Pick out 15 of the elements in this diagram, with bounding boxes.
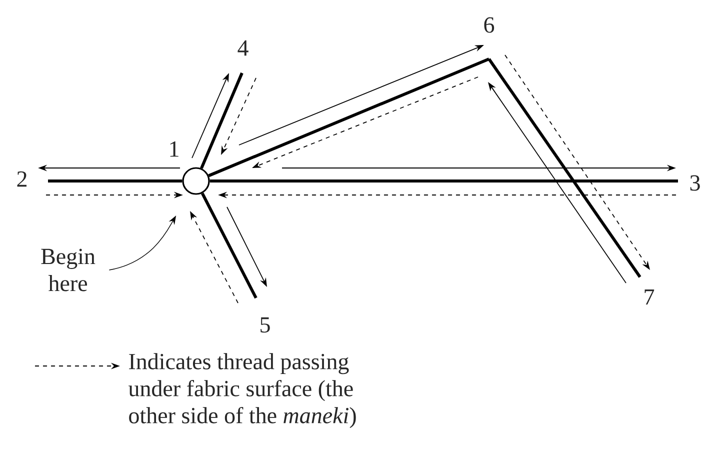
stitch-line: [48, 180, 182, 182]
note-text: Begin here: [41, 248, 96, 292]
stitch-line: [200, 72, 244, 169]
stitch-line: [210, 180, 678, 182]
point-number: 1: [170, 141, 178, 157]
point-number: 2: [17, 171, 26, 187]
legend-text: Indicates thread passing under fabric surface (the other side of the maneki): [128, 353, 356, 428]
point-number: 5: [260, 317, 270, 333]
stitch-line: [488, 58, 642, 278]
stitch-line: [208, 58, 490, 178]
point-number: 3: [690, 175, 700, 191]
point-number: 4: [238, 40, 248, 56]
point-number: 7: [644, 289, 654, 305]
stitch-line: [200, 192, 258, 299]
point-number: 6: [484, 17, 494, 33]
